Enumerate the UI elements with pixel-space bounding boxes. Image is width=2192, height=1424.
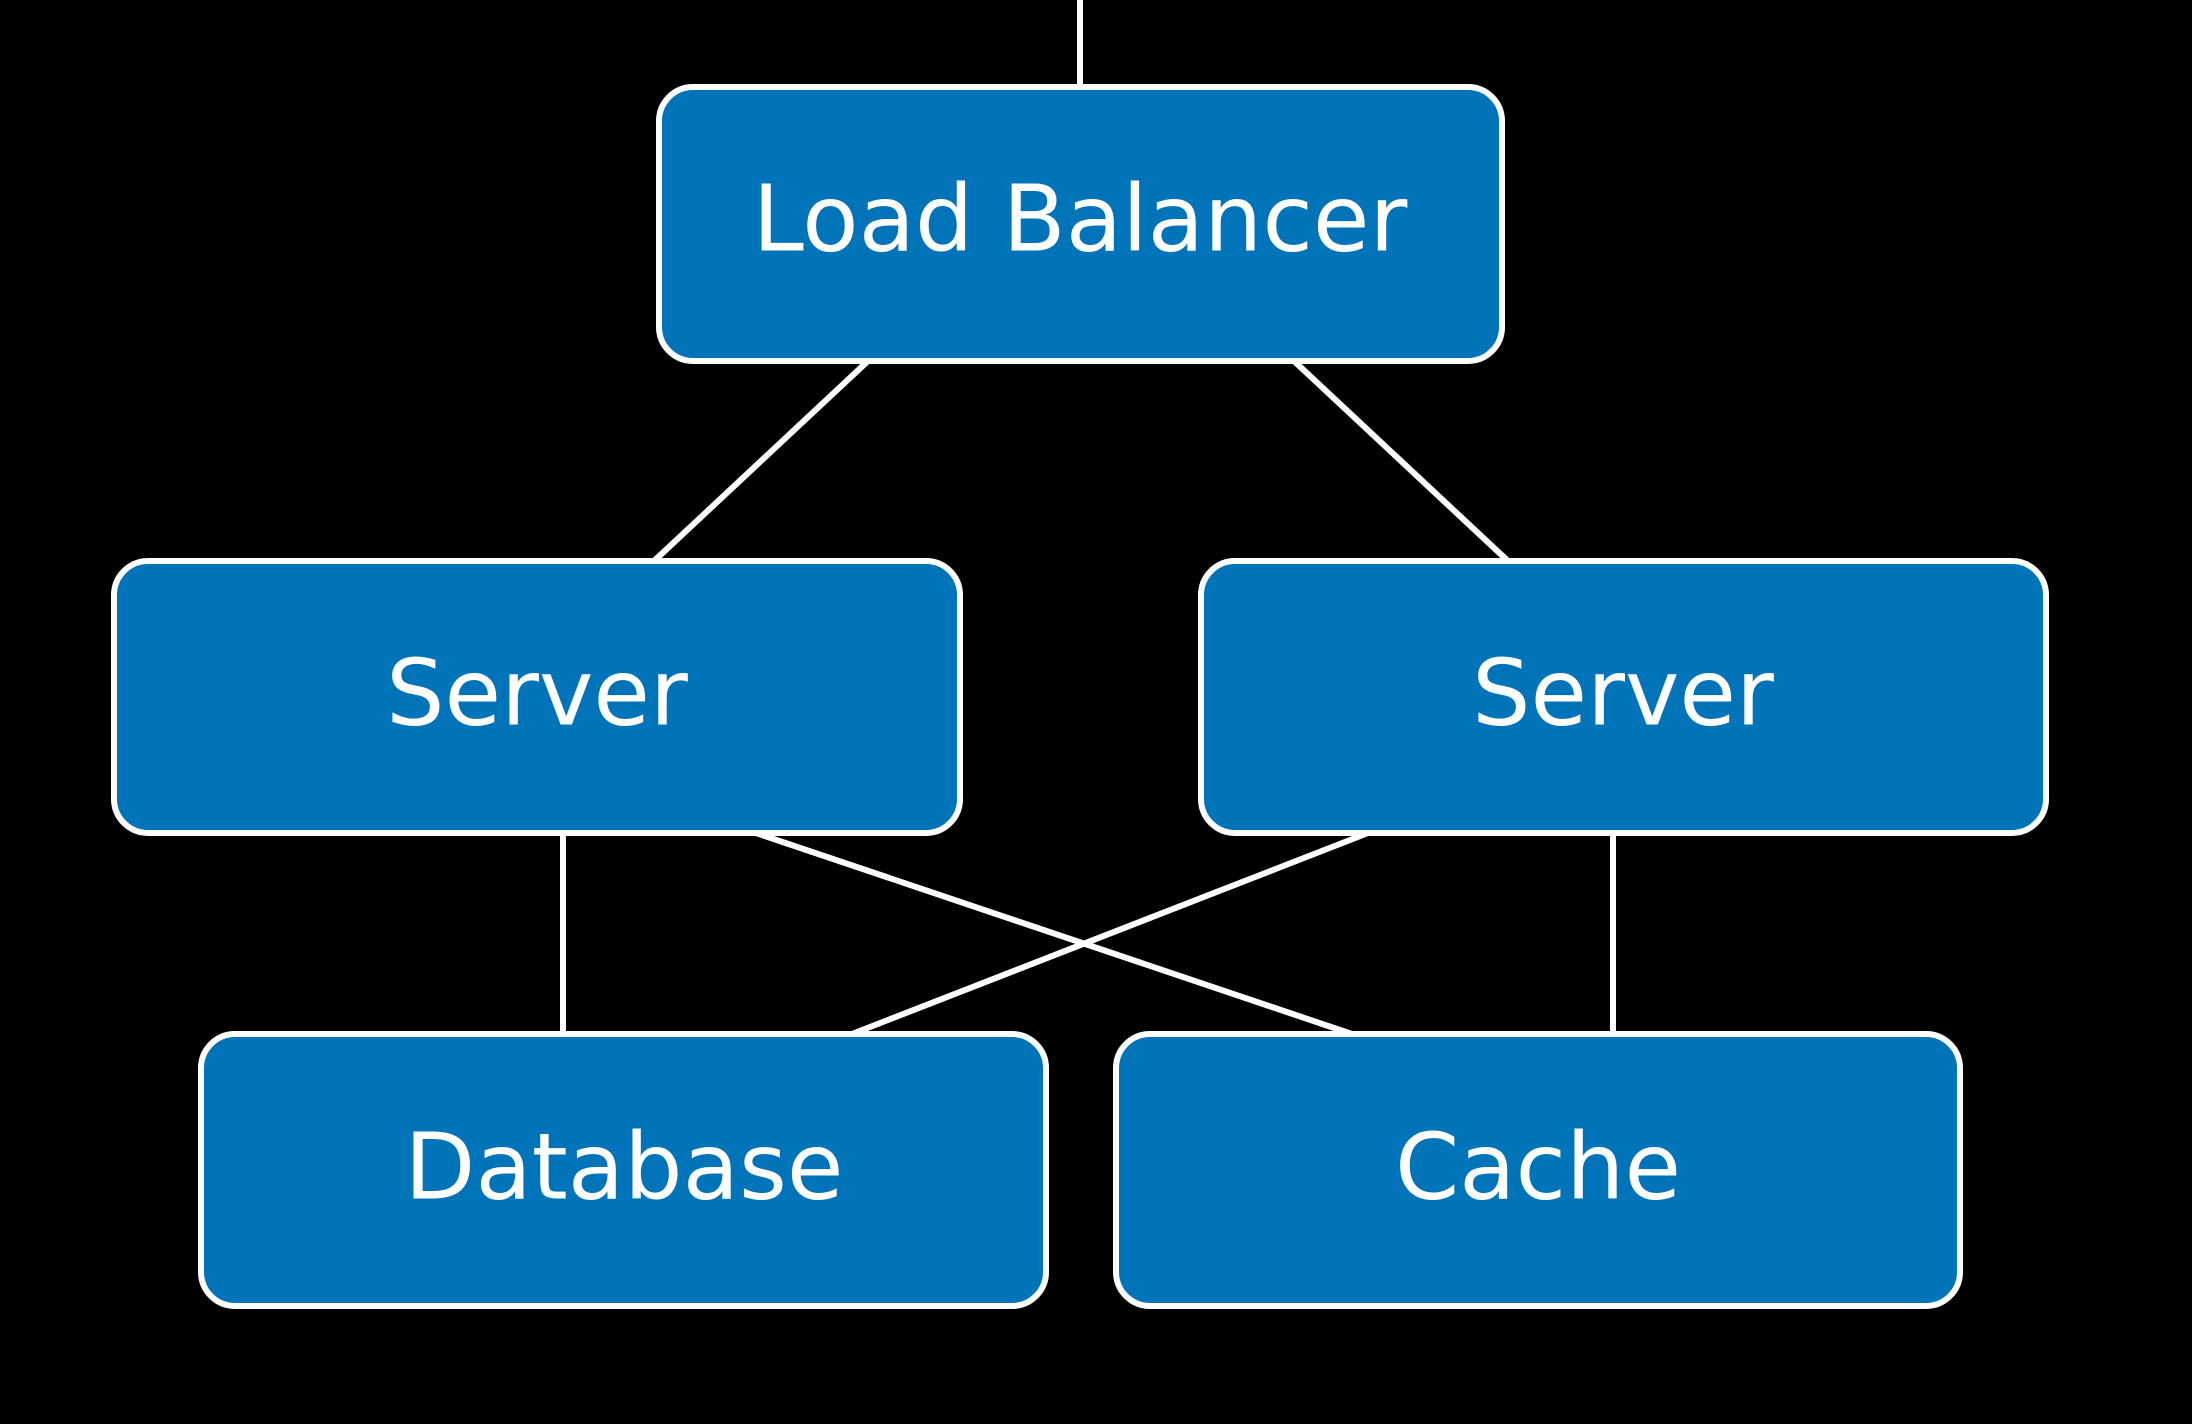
edge-load-balancer-to-server-left bbox=[651, 358, 871, 564]
edge-server-left-to-cache bbox=[755, 830, 1353, 1037]
node-server-right: Server bbox=[1198, 558, 2049, 836]
edge-server-right-to-database bbox=[850, 830, 1370, 1037]
server-right-label: Server bbox=[1472, 640, 1774, 747]
load-balancer-label: Load Balancer bbox=[753, 166, 1408, 273]
edge-load-balancer-to-server-right bbox=[1291, 358, 1511, 564]
load-balancer-box bbox=[656, 84, 1505, 364]
node-server-left: Server bbox=[111, 558, 963, 836]
server-left-box bbox=[111, 558, 963, 836]
edges bbox=[560, 0, 1616, 1037]
server-left-label: Server bbox=[386, 640, 688, 747]
cache-label: Cache bbox=[1395, 1114, 1681, 1221]
database-label: Database bbox=[405, 1114, 844, 1221]
node-load-balancer: Load Balancer bbox=[656, 84, 1505, 364]
cache-box bbox=[1113, 1031, 1963, 1309]
database-box bbox=[198, 1031, 1049, 1309]
node-database: Database bbox=[198, 1031, 1049, 1309]
server-right-box bbox=[1198, 558, 2049, 836]
node-cache: Cache bbox=[1113, 1031, 1963, 1309]
